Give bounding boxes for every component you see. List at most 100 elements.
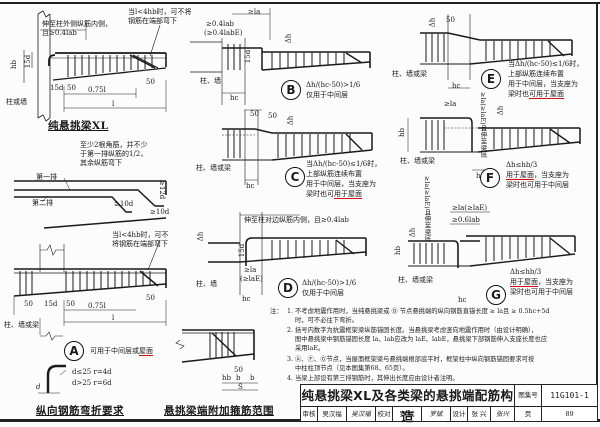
- detail-f-desc-2: 梁时也可用于中间层: [506, 181, 569, 189]
- detail-c-drawing: [222, 110, 373, 185]
- pure-cantilever-caption: 纯悬挑梁XL: [48, 120, 109, 132]
- review-label: 审核: [301, 407, 318, 421]
- pure-cantilever-dim-15d-bottom: 15d: [50, 84, 64, 92]
- detail-g-drawing: [408, 211, 576, 268]
- detail-f-support-label: 柱、墙或梁: [400, 157, 435, 165]
- stirrup-range-drawing: [175, 329, 258, 391]
- note-2-line-b: 图中悬挑梁中钢筋锚固长度 la、lab应改为 laE、labE，悬挑梁下部钢筋伸…: [295, 336, 548, 343]
- notes-prefix: 注：: [270, 308, 283, 315]
- detail-a-desc-highlight: 屋面: [139, 347, 153, 356]
- designer-name: 张 兴: [468, 407, 491, 421]
- detail-g-badge: G: [486, 285, 506, 305]
- bar-rows-note-1: 至少2根角筋，并不少: [80, 141, 148, 149]
- detail-c-desc-2: 用于中间层，当支座为: [306, 180, 376, 188]
- detail-b-dim-15d: 15d: [244, 49, 253, 64]
- detail-e-desc-3-prefix: 梁时也: [508, 90, 529, 98]
- pure-cantilever-dim-15d: 15d: [24, 54, 33, 69]
- bar-rows-note-2: 于第一排纵筋的1/2，: [80, 150, 148, 158]
- stirrup-range-caption: 悬挑梁端附加箍筋范围: [164, 405, 274, 417]
- detail-f-badge: F: [480, 168, 500, 188]
- detail-d-dim-delta: Δh: [196, 231, 205, 242]
- bend-rule-line-2: d>25 r=6d: [72, 379, 112, 387]
- note-3-line-b: 中柱柱顶节点（见本图集第68、65页）。: [295, 365, 409, 372]
- detail-g-desc-1-suffix: ，当支座为: [538, 278, 573, 286]
- detail-g-dim-hb: hb: [394, 246, 402, 255]
- pure-cantilever-dim-075l: 0.75l: [88, 86, 106, 94]
- detail-e-support-label: 柱、墙或梁: [392, 70, 427, 78]
- frame-top-border: [0, 2, 600, 4]
- detail-b-condition: Δh/(hc-50)>1/6: [306, 81, 361, 89]
- detail-c-dim-hc: hc: [246, 182, 255, 190]
- detail-a-description: 可用于中间层或屋面: [90, 347, 153, 356]
- note-1-line-a: 1. 不考虑地震作用时，当纯悬挑梁或 Ⓓ 节点悬挑端的纵向钢筋直锚长度 ≥ la…: [287, 308, 550, 315]
- reviewer-signature: 吴汉福: [347, 407, 376, 421]
- detail-g-dim-vertical: ≥la(≥laE)且伸至梁底: [423, 176, 431, 242]
- pure-cantilever-note-extend: 伸至柱外侧纵筋内侧，: [42, 20, 112, 28]
- detail-b-dim-hc: hc: [230, 94, 239, 102]
- detail-g-desc-2: 梁时也可用于中间层: [510, 288, 573, 296]
- pure-cantilever-drawing: [23, 10, 167, 122]
- signature-row: 审核 吴汉福 吴汉福 校对 罗 斌 罗斌 设计 张 兴 张兴 页 89: [301, 407, 597, 421]
- frame-right-border: [596, 2, 598, 398]
- pure-cantilever-note-short: 当l<4hb时，可不将: [128, 8, 192, 16]
- detail-g-condition: Δh≤hb/3: [510, 268, 542, 276]
- detail-d-dim-15d: 15d: [238, 243, 247, 258]
- detail-e-desc-3-highlight: 可用于屋面: [529, 90, 564, 99]
- pure-cantilever-dim-l: l: [112, 100, 115, 108]
- detail-d-condition: Δh/(hc-50)>1/6: [302, 279, 357, 287]
- pure-cantilever-support-label: 柱或墙: [6, 98, 27, 106]
- stirrup-dim-50: 50: [234, 366, 243, 374]
- detail-g-dim-hc: hc: [458, 296, 467, 304]
- checker-name: 罗 斌: [393, 407, 422, 421]
- detail-c-desc-3-prefix: 梁时也可: [306, 190, 334, 198]
- detail-a-note-short: 当l<4hb时，可不: [112, 231, 169, 239]
- detail-c-dim-50: 50: [268, 112, 277, 120]
- check-label: 校对: [376, 407, 393, 421]
- note-2-line-c: 采用laE。: [295, 345, 325, 352]
- detail-b-dim-delta: Δh: [284, 33, 293, 44]
- detail-a-note-short2: 将钢筋在端部弯下: [112, 240, 168, 248]
- checker-signature: 罗斌: [422, 407, 451, 421]
- detail-c-desc-3: 梁时也可用于屋面: [306, 190, 362, 199]
- pure-cantilever-dim-50: 50: [67, 84, 76, 92]
- detail-c-condition: 当Δh/(hc-50)≤1/6时，: [306, 160, 382, 168]
- detail-e-badge: E: [481, 69, 501, 89]
- bar-rows-drawing: [14, 177, 167, 229]
- detail-d-drawing: [208, 212, 367, 295]
- atlas-number-label: 图集号: [515, 385, 542, 407]
- bend-requirement-caption: 纵向钢筋弯折要求: [36, 405, 124, 417]
- detail-b-dim-la: ≥la: [248, 8, 261, 16]
- detail-f-dim-vertical: ≥la(≥laE)且伸至梁底: [479, 92, 487, 158]
- detail-f-dim-hb: hb: [398, 128, 406, 137]
- detail-e-drawing: [420, 14, 573, 89]
- page-label: 页: [515, 407, 542, 421]
- bar-rows-dim-10d-a: ≥10d: [114, 200, 134, 208]
- detail-e-dim-50: 50: [446, 16, 455, 24]
- detail-c-desc-3-highlight: 用于屋面: [334, 190, 362, 199]
- detail-f-desc-1-highlight: 用于屋面: [506, 171, 534, 180]
- detail-e-condition: 当Δh/(hc-50)≤1/6时，: [508, 60, 584, 68]
- detail-c-desc-1: 上部纵筋连续布置: [306, 170, 362, 178]
- detail-a-dim-50-end: 50: [146, 294, 155, 302]
- pure-cantilever-note-short2: 钢筋在端部弯下: [128, 17, 177, 25]
- detail-e-dim-hc: hc: [452, 82, 461, 90]
- detail-e-desc-1: 上部纵筋连续布置: [508, 70, 564, 78]
- detail-e-desc-3: 梁时也可用于屋面: [508, 90, 564, 99]
- detail-f-dim-la: ≥la: [444, 100, 457, 108]
- pure-cantilever-note-extend2: 且≥0.4lab: [42, 29, 77, 37]
- detail-e-desc-2: 用于中间层，当支座为: [508, 80, 578, 88]
- detail-f-dim-delta: Δh: [496, 105, 505, 116]
- detail-a-drawing: [13, 239, 167, 341]
- pure-cantilever-dim-50-end: 50: [146, 78, 155, 86]
- detail-f-desc-1: 用于屋面，当支座为: [506, 171, 569, 180]
- stirrup-dim-b2: b: [250, 374, 255, 382]
- detail-d-support-label: 柱、墙: [196, 280, 217, 288]
- detail-f-condition: Δh≤hb/3: [506, 161, 538, 169]
- bend-detail-drawing: [38, 364, 67, 394]
- title-block: 纯悬挑梁XL及各类梁的悬挑端配筋构造 图集号 11G101-1 审核 吴汉福 吴…: [300, 384, 598, 424]
- design-label: 设计: [451, 407, 468, 421]
- atlas-code: 11G101-1: [542, 385, 597, 407]
- stirrup-dim-b1: b: [236, 374, 241, 382]
- detail-b-badge: B: [281, 80, 301, 100]
- detail-a-dim-l: l: [112, 314, 115, 322]
